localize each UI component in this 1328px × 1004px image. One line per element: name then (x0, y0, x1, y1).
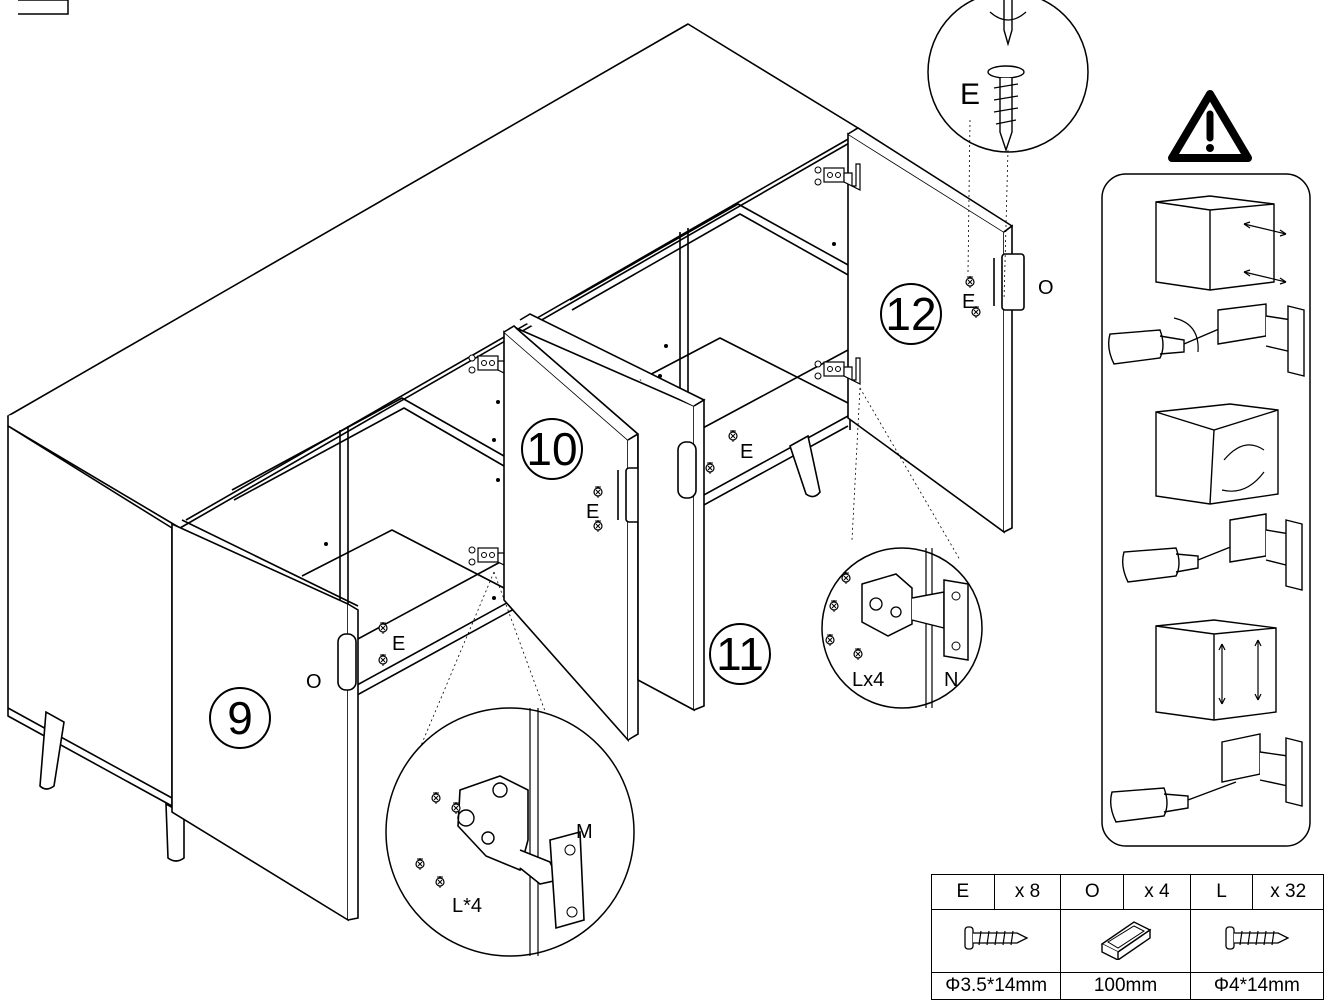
parts-table-header-row: E x 8 O x 4 L x 32 (931, 874, 1324, 910)
part-qty-l: x 32 (1252, 874, 1324, 910)
callout-e-door-10: E (586, 501, 599, 523)
screw-icon (930, 909, 1062, 973)
adjustment-panel (1101, 173, 1311, 847)
step-number-9: 9 (209, 687, 271, 749)
step-number-12: 12 (880, 283, 942, 345)
part-qty-o: x 4 (1123, 874, 1191, 910)
part-size-e: Φ3.5*14mm (930, 972, 1062, 1000)
drill-holes (324, 242, 836, 600)
warning-triangle-icon (1168, 90, 1252, 162)
hinge-zoom-left: L*4 M (385, 571, 635, 957)
svg-text:M: M (576, 821, 593, 843)
door-depth-adjust-icon (1155, 403, 1279, 505)
parts-table: E x 8 O x 4 L x 32 (930, 874, 1325, 1000)
svg-text:11: 11 (716, 628, 764, 680)
svg-text:10: 10 (526, 423, 577, 475)
door-height-adjust-icon (1155, 619, 1277, 721)
step-number-10: 10 (521, 418, 583, 480)
part-size-o: 100mm (1060, 972, 1191, 1000)
hinge-zoom-right: Lx4 N (821, 387, 983, 709)
handle-icon (1060, 909, 1191, 973)
callout-e-door-11: E (740, 441, 753, 463)
cabinet-legs (39, 434, 821, 862)
cabinet-body (7, 23, 859, 807)
screwdriver-icon-3 (1109, 733, 1303, 823)
door-side-adjust-icon (1155, 195, 1287, 291)
door-11 (515, 313, 706, 712)
part-code-e: E (931, 874, 995, 910)
svg-text:N: N (944, 669, 958, 691)
parts-table-image-row (930, 909, 1325, 973)
part-code-o: O (1060, 874, 1125, 910)
svg-text:E: E (960, 78, 980, 111)
part-qty-e: x 8 (993, 874, 1062, 910)
part-size-l: Φ4*14mm (1189, 972, 1325, 1000)
callout-e-door-9: E (392, 633, 405, 655)
callout-e-door-12: E (962, 291, 975, 313)
parts-table-size-row: Φ3.5*14mm 100mm Φ4*14mm (930, 972, 1325, 1000)
svg-text:12: 12 (885, 288, 936, 340)
screw-icon-l (1189, 909, 1325, 973)
callout-o-door-9: O (306, 671, 322, 693)
screwdriver-icon-2 (1121, 513, 1303, 591)
callout-o-door-12: O (1038, 277, 1054, 299)
screwdriver-icon (1107, 303, 1305, 377)
svg-text:L*4: L*4 (452, 895, 482, 917)
part-code-l: L (1189, 874, 1254, 910)
screw-zoom: E (927, 0, 1089, 301)
svg-text:9: 9 (227, 692, 253, 744)
step-number-11: 11 (709, 623, 771, 685)
svg-text:Lx4: Lx4 (852, 669, 884, 691)
